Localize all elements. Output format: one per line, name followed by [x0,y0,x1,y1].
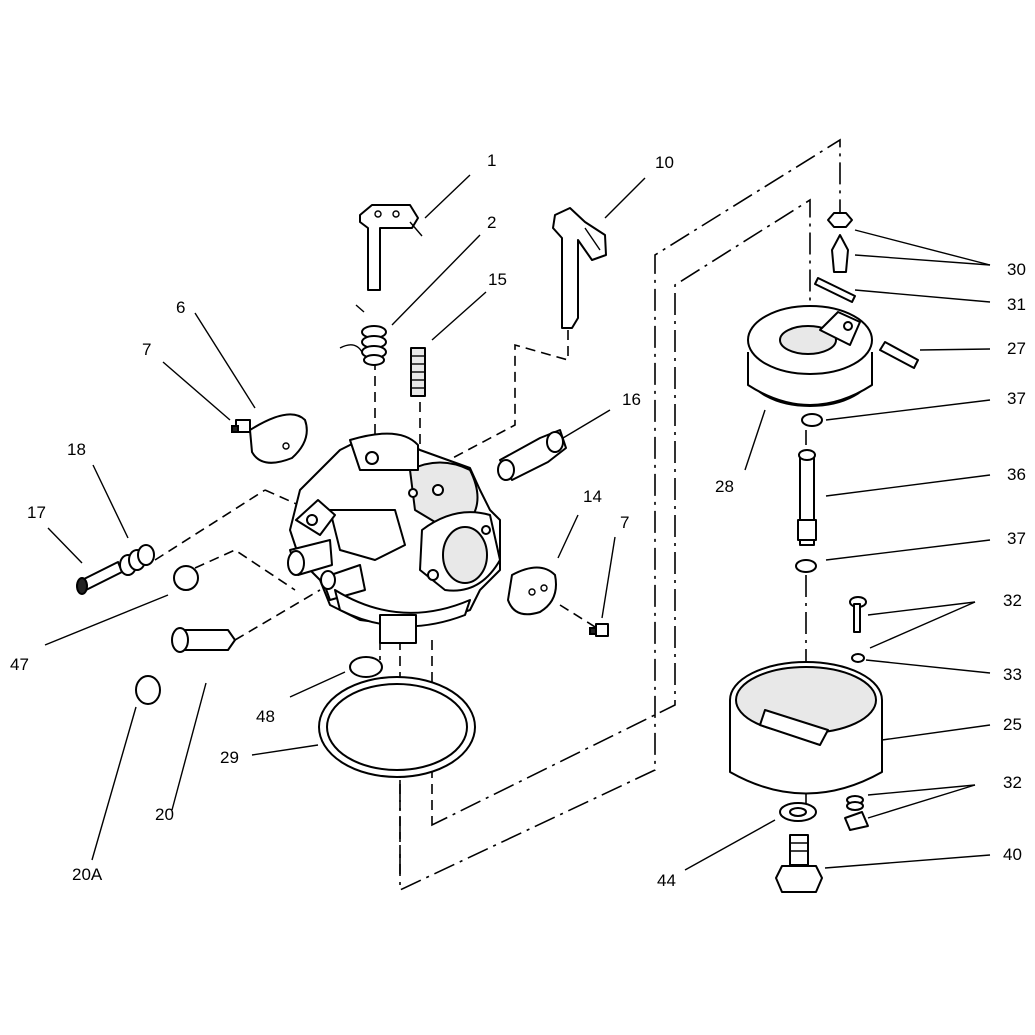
idle-screw-part [410,347,426,397]
callout-37-top: 37 [1007,389,1026,408]
callout-40: 40 [1003,845,1022,864]
callout-20: 20 [155,805,174,824]
assembly-guide-lines [154,138,841,892]
choke-shaft-part [552,207,607,329]
callout-32-bottom: 32 [1003,773,1022,792]
callout-18: 18 [67,440,86,459]
callout-36: 36 [1007,465,1026,484]
callout-15: 15 [488,270,507,289]
callout-33: 33 [1003,665,1022,684]
bowl-o-ring-part [318,676,476,778]
needle-seat-gasket-part [349,656,383,678]
callout-10: 10 [655,153,674,172]
callout-6: 6 [176,298,185,317]
callout-47: 47 [10,655,29,674]
callout-2: 2 [487,213,496,232]
callout-labels: 1 2 15 6 7 10 16 14 7 18 17 47 48 29 20 … [10,151,1026,890]
callout-25: 25 [1003,715,1022,734]
callout-7-left: 7 [142,340,151,359]
callout-30: 30 [1007,260,1026,279]
callout-20a: 20A [72,865,103,884]
throttle-plate-part [231,413,308,464]
callout-27: 27 [1007,339,1026,358]
callout-31: 31 [1007,295,1026,314]
throttle-spring-part [339,304,387,366]
carburetor-body-part [287,432,501,644]
callout-29: 29 [220,748,239,767]
leader-lines [44,174,991,871]
main-jet-part [135,627,236,705]
callout-32-top: 32 [1003,591,1022,610]
callout-1: 1 [487,151,496,170]
fuel-inlet-part [497,429,567,481]
callout-17: 17 [27,503,46,522]
callout-37-bottom: 37 [1007,529,1026,548]
callout-16: 16 [622,390,641,409]
welch-plug-part [173,565,199,591]
callout-14: 14 [583,487,602,506]
mixture-screw-part [76,544,155,595]
callout-7-right: 7 [620,513,629,532]
choke-plate-part [507,566,609,637]
throttle-shaft-part [359,204,423,291]
float-assembly-part [729,212,919,893]
callout-48: 48 [256,707,275,726]
callout-44: 44 [657,871,676,890]
callout-28: 28 [715,477,734,496]
